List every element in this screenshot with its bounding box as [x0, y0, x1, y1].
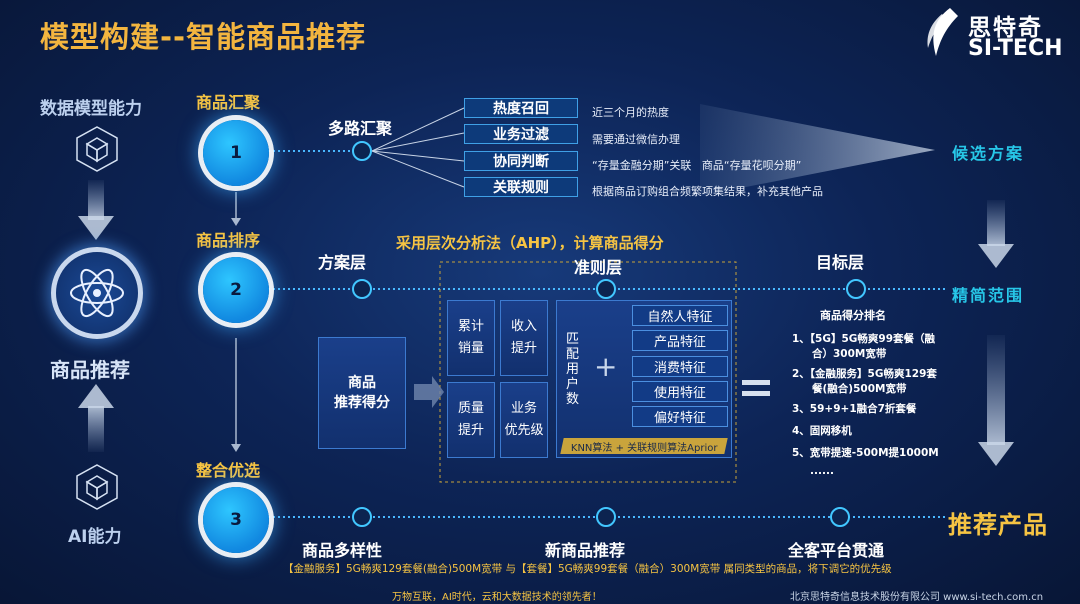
tag-business-filter: 业务过滤 [464, 124, 578, 144]
grid-business-priority: 业务 优先级 [500, 382, 548, 458]
ai-cube-icon [76, 464, 118, 510]
row1-hub-node [352, 141, 372, 161]
atom-icon [70, 268, 124, 318]
step-1-label: 商品汇聚 [196, 93, 261, 112]
narrow-scope-label: 精简范围 [952, 286, 1025, 305]
grid-quality-up: 质量 提升 [447, 382, 495, 458]
tag-business-filter-desc: 需要通过微信办理 [592, 133, 680, 146]
platform-node [830, 507, 850, 527]
tag-association-rule: 关联规则 [464, 177, 578, 197]
criteria-layer-node [596, 279, 616, 299]
ranking-line: ...... [810, 465, 834, 477]
ranking-line: 3、59+9+1融合7折套餐 [792, 403, 917, 415]
plan-layer-label: 方案层 [318, 253, 367, 272]
step-2-label: 商品排序 [196, 231, 261, 250]
feature-consumption: 消费特征 [632, 356, 728, 377]
ranking-line: 5、宽带提速-500M提1000M [792, 447, 939, 459]
data-cube-icon [76, 126, 118, 172]
ai-capability-label: AI能力 [68, 527, 122, 547]
tag-collab-judge: 协同判断 [464, 151, 578, 171]
ahp-heading: 采用层次分析法（AHP），计算商品得分 [396, 234, 664, 252]
match-panel [556, 300, 732, 458]
ranking-line: 2、【金融服务】5G畅爽129套 [792, 368, 937, 380]
target-layer-node [846, 279, 866, 299]
score-box: 商品 推荐得分 [318, 337, 406, 449]
ranking-line: 餐(融合)500M宽带 [812, 383, 907, 395]
logo-en: SI-TECH [968, 36, 1063, 61]
target-layer-label: 目标层 [816, 253, 865, 272]
tag-association-rule-desc: 根据商品订购组合频繁项集结果，补充其他产品 [592, 185, 823, 198]
plus-icon: + [594, 350, 618, 383]
equals-top-bar [742, 380, 770, 385]
dedup-note: 【金融服务】5G畅爽129套餐(融合)500M宽带 与【套餐】5G畅爽99套餐（… [283, 563, 892, 575]
diversity-node [352, 507, 372, 527]
new-product-label: 新商品推荐 [545, 541, 626, 560]
diversity-label: 商品多样性 [302, 541, 383, 560]
logo-cn: 思特奇 [968, 15, 1043, 41]
plan-layer-node [352, 279, 372, 299]
step-3-label: 整合优选 [196, 461, 261, 480]
algo-banner: KNN算法 + 关联规则算法Aprior [560, 438, 728, 454]
atom-circle [51, 247, 143, 339]
feature-usage: 使用特征 [632, 381, 728, 402]
criteria-layer-label: 准则层 [574, 258, 623, 277]
footer-slogan: 万物互联，AI时代，云和大数据技术的领先者！ [392, 592, 602, 603]
step-3-circle: 3 [203, 487, 269, 553]
ranking-title: 商品得分排名 [820, 309, 886, 322]
tag-collab-judge-desc: “存量金融分期”关联 商品“存量花呗分期” [592, 159, 802, 172]
ranking-line: 1、【5G】5G畅爽99套餐（融 [792, 333, 936, 345]
step-1-circle: 1 [203, 120, 269, 186]
grid-cumulative-sales: 累计 销量 [447, 300, 495, 376]
tag-heat-recall: 热度召回 [464, 98, 578, 118]
new-product-node [596, 507, 616, 527]
ranking-line: 4、固网移机 [792, 425, 852, 437]
candidate-plan-label: 候选方案 [952, 144, 1025, 163]
algo-text: KNN算法 + 关联规则算法Aprior [570, 442, 718, 454]
step-2-circle: 2 [203, 257, 269, 323]
feature-natural-person: 自然人特征 [632, 305, 728, 326]
feature-product: 产品特征 [632, 330, 728, 351]
grid-revenue-up: 收入 提升 [500, 300, 548, 376]
equals-bottom-bar [742, 391, 770, 396]
feature-preference: 偏好特征 [632, 406, 728, 427]
tag-heat-recall-desc: 近三个月的热度 [592, 106, 669, 119]
page-title: 模型构建--智能商品推荐 [40, 20, 367, 54]
ranking-list: 1、【5G】5G畅爽99套餐（融 合）300M宽带 2、【金融服务】5G畅爽12… [792, 332, 962, 479]
recommended-product-label: 推荐产品 [948, 511, 1048, 539]
footer-company: 北京思特奇信息技术股份有限公司 www.si-tech.com.cn [790, 592, 1044, 603]
multi-source-label: 多路汇聚 [328, 119, 393, 138]
ranking-line: 合）300M宽带 [812, 348, 887, 360]
match-user-count-label: 匹 配 用 户 数 [566, 332, 580, 407]
si-tech-logo-icon [927, 8, 958, 56]
product-recommend-label: 商品推荐 [50, 358, 130, 382]
data-model-label: 数据模型能力 [40, 99, 142, 119]
platform-label: 全客平台贯通 [788, 541, 885, 560]
